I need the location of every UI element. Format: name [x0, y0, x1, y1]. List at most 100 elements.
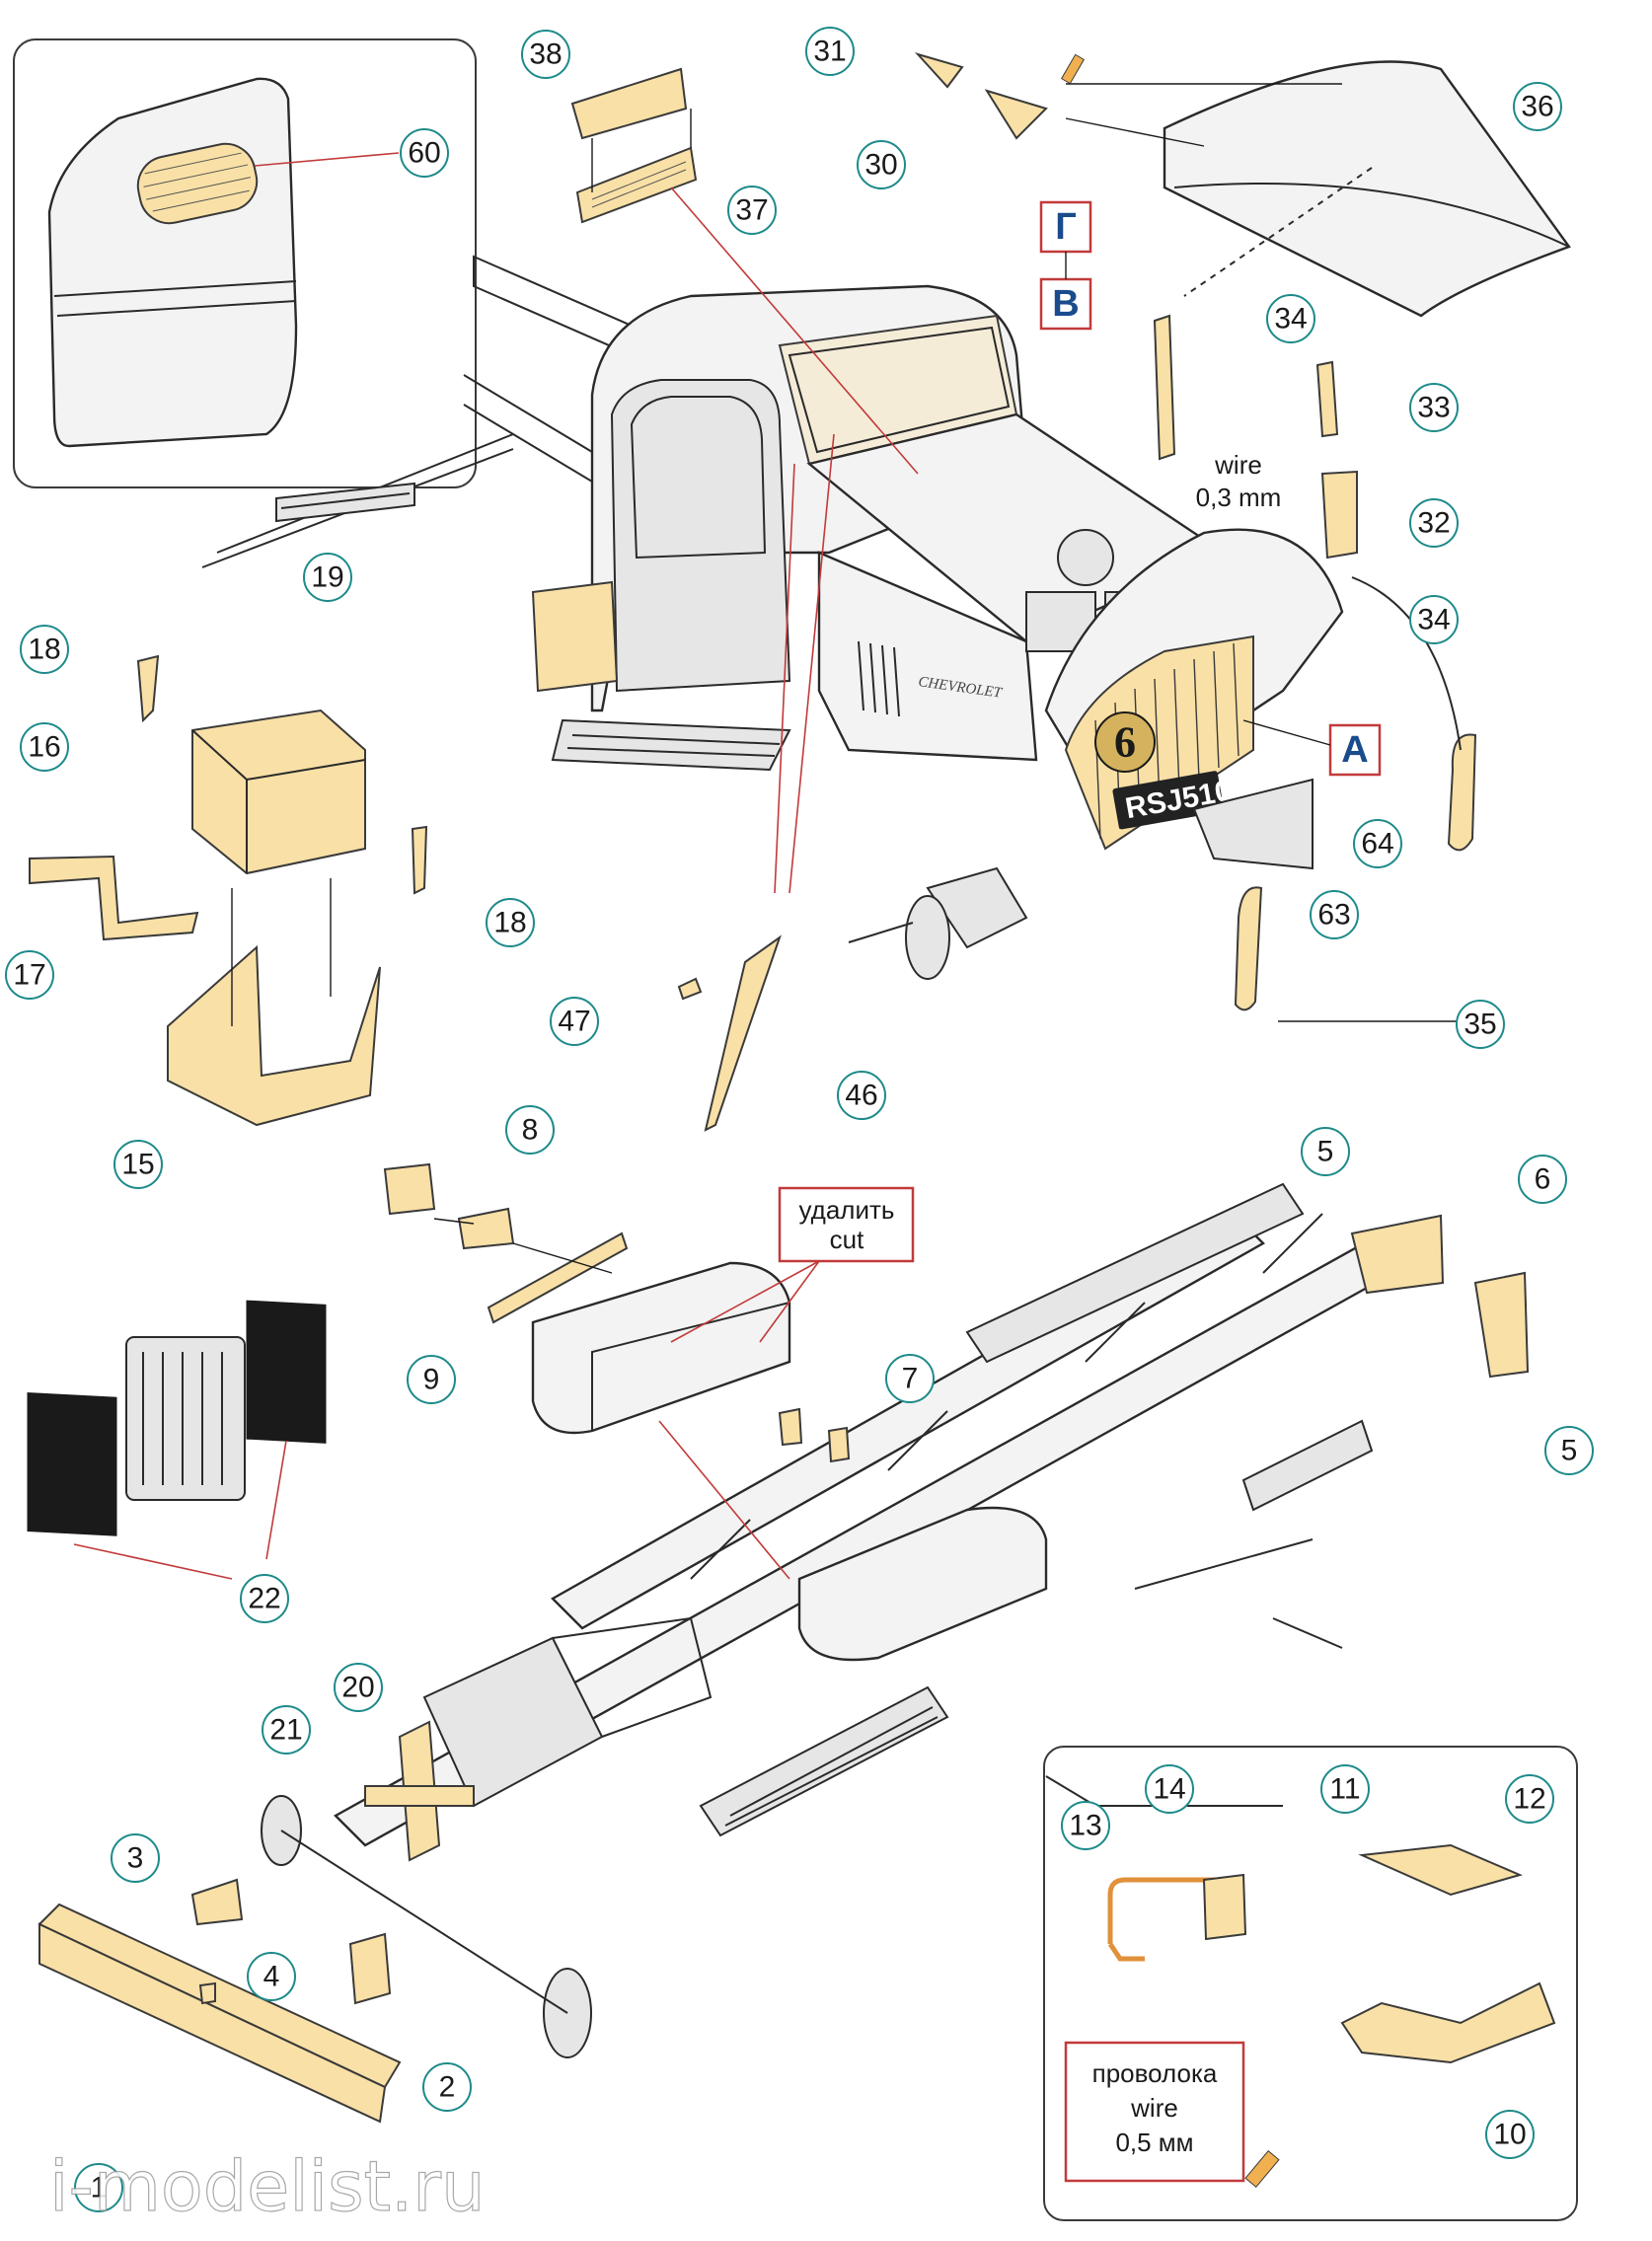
- callout-7: 7: [885, 1354, 935, 1403]
- callout-8: 8: [505, 1105, 555, 1155]
- wire-note-bottom-line1: проволока: [1092, 2058, 1218, 2088]
- svg-text:13: 13: [1069, 1810, 1101, 1842]
- svg-text:2: 2: [439, 2071, 456, 2104]
- svg-text:60: 60: [408, 137, 440, 170]
- inset-door-panel: [13, 38, 477, 488]
- bumper-parts: [38, 1878, 402, 2124]
- callout-32: 32: [1409, 498, 1459, 548]
- svg-text:12: 12: [1513, 1783, 1545, 1816]
- callout-12: 12: [1505, 1774, 1554, 1824]
- wire-note-bottom-line2: wire: [1130, 2093, 1178, 2123]
- callout-46: 46: [837, 1071, 886, 1120]
- svg-text:5: 5: [1561, 1435, 1578, 1467]
- detail-inset-parts-10-14: [1043, 1746, 1578, 2221]
- callout-63: 63: [1310, 890, 1359, 939]
- svg-text:14: 14: [1153, 1773, 1185, 1806]
- svg-text:38: 38: [529, 38, 562, 71]
- box-label-v: В: [1039, 277, 1092, 331]
- callout-18-right: 18: [486, 898, 535, 947]
- svg-text:А: А: [1341, 729, 1368, 771]
- svg-text:32: 32: [1417, 507, 1450, 540]
- roof-vent-parts: [914, 52, 1086, 140]
- callout-14: 14: [1145, 1764, 1194, 1814]
- svg-text:16: 16: [28, 731, 60, 764]
- callout-64: 64: [1353, 819, 1402, 868]
- callout-10: 10: [1485, 2110, 1535, 2159]
- callout-33: 33: [1409, 383, 1459, 432]
- svg-text:20: 20: [341, 1672, 374, 1704]
- wire-note-top-line2: 0,3 mm: [1196, 483, 1282, 512]
- box-label-g: Г: [1039, 200, 1092, 254]
- callout-13: 13: [1061, 1801, 1110, 1850]
- vent-grille-parts: [570, 67, 919, 475]
- callout-21: 21: [262, 1705, 311, 1755]
- callout-3: 3: [111, 1833, 160, 1883]
- svg-text:15: 15: [121, 1149, 154, 1181]
- cut-note: удалить cut: [670, 1186, 915, 1343]
- callout-16: 16: [20, 722, 69, 772]
- callout-35: 35: [1456, 1000, 1505, 1049]
- callout-34-bottom: 34: [1409, 595, 1459, 644]
- svg-text:18: 18: [28, 634, 60, 666]
- callout-31: 31: [805, 27, 855, 76]
- svg-text:19: 19: [311, 561, 343, 594]
- wire-note-top: wire 0,3 mm: [1196, 450, 1282, 512]
- wire-note-bottom-line3: 0,5 мм: [1115, 2128, 1193, 2157]
- cut-note-line1: удалить: [799, 1195, 895, 1225]
- cut-note-line2: cut: [830, 1225, 864, 1254]
- svg-text:6: 6: [1535, 1163, 1551, 1196]
- svg-text:В: В: [1052, 283, 1079, 325]
- chassis-brackets: [383, 1162, 1530, 1463]
- wire-note-bottom: проволока wire 0,5 мм: [1092, 2058, 1218, 2157]
- svg-text:7: 7: [902, 1363, 919, 1395]
- callout-15: 15: [113, 1140, 163, 1189]
- svg-text:9: 9: [423, 1364, 440, 1396]
- wiper-parts: [677, 934, 782, 1132]
- svg-text:4: 4: [263, 1961, 280, 1993]
- svg-text:37: 37: [735, 194, 768, 227]
- svg-text:18: 18: [493, 907, 526, 939]
- callout-34-top: 34: [1266, 294, 1315, 343]
- watermark: i-modelist.ru: [49, 2146, 485, 2227]
- svg-text:64: 64: [1361, 828, 1393, 860]
- svg-text:Г: Г: [1055, 206, 1077, 248]
- wire-note-top-line1: wire: [1214, 450, 1262, 480]
- svg-text:33: 33: [1417, 392, 1450, 424]
- svg-text:17: 17: [13, 959, 45, 992]
- svg-text:63: 63: [1317, 899, 1350, 932]
- roof-panel: [1065, 60, 1571, 318]
- callout-6: 6: [1518, 1155, 1567, 1204]
- callout-30: 30: [857, 140, 906, 189]
- svg-text:10: 10: [1493, 2119, 1526, 2151]
- callout-38: 38: [521, 30, 570, 79]
- svg-text:34: 34: [1274, 303, 1307, 336]
- svg-text:8: 8: [522, 1114, 539, 1147]
- svg-text:46: 46: [845, 1080, 877, 1112]
- grille-number-badge: 6: [1114, 718, 1136, 767]
- callout-22: 22: [240, 1574, 289, 1623]
- svg-text:5: 5: [1317, 1136, 1334, 1168]
- svg-text:1: 1: [91, 2172, 108, 2204]
- callout-36: 36: [1513, 82, 1562, 131]
- wire-note-box: [1064, 2041, 1245, 2183]
- callout-18-left: 18: [20, 625, 69, 674]
- callout-37: 37: [727, 186, 777, 235]
- callout-47: 47: [550, 997, 599, 1046]
- hood-latch-parts: [1153, 314, 1480, 1022]
- battery-parts: [29, 654, 428, 1127]
- truck-chassis: [261, 1182, 1413, 2058]
- callout-19: 19: [303, 553, 352, 602]
- callout-5-top: 5: [1301, 1127, 1350, 1176]
- svg-text:36: 36: [1521, 91, 1553, 123]
- callout-1: 1: [74, 2163, 123, 2212]
- callout-4: 4: [247, 1952, 296, 2001]
- svg-text:31: 31: [813, 36, 846, 68]
- svg-text:11: 11: [1329, 1773, 1360, 1806]
- svg-text:22: 22: [248, 1583, 280, 1615]
- svg-text:47: 47: [558, 1006, 590, 1038]
- callout-5-right: 5: [1544, 1426, 1594, 1475]
- callout-17: 17: [5, 950, 54, 1000]
- svg-text:34: 34: [1417, 604, 1450, 636]
- svg-text:3: 3: [127, 1842, 144, 1875]
